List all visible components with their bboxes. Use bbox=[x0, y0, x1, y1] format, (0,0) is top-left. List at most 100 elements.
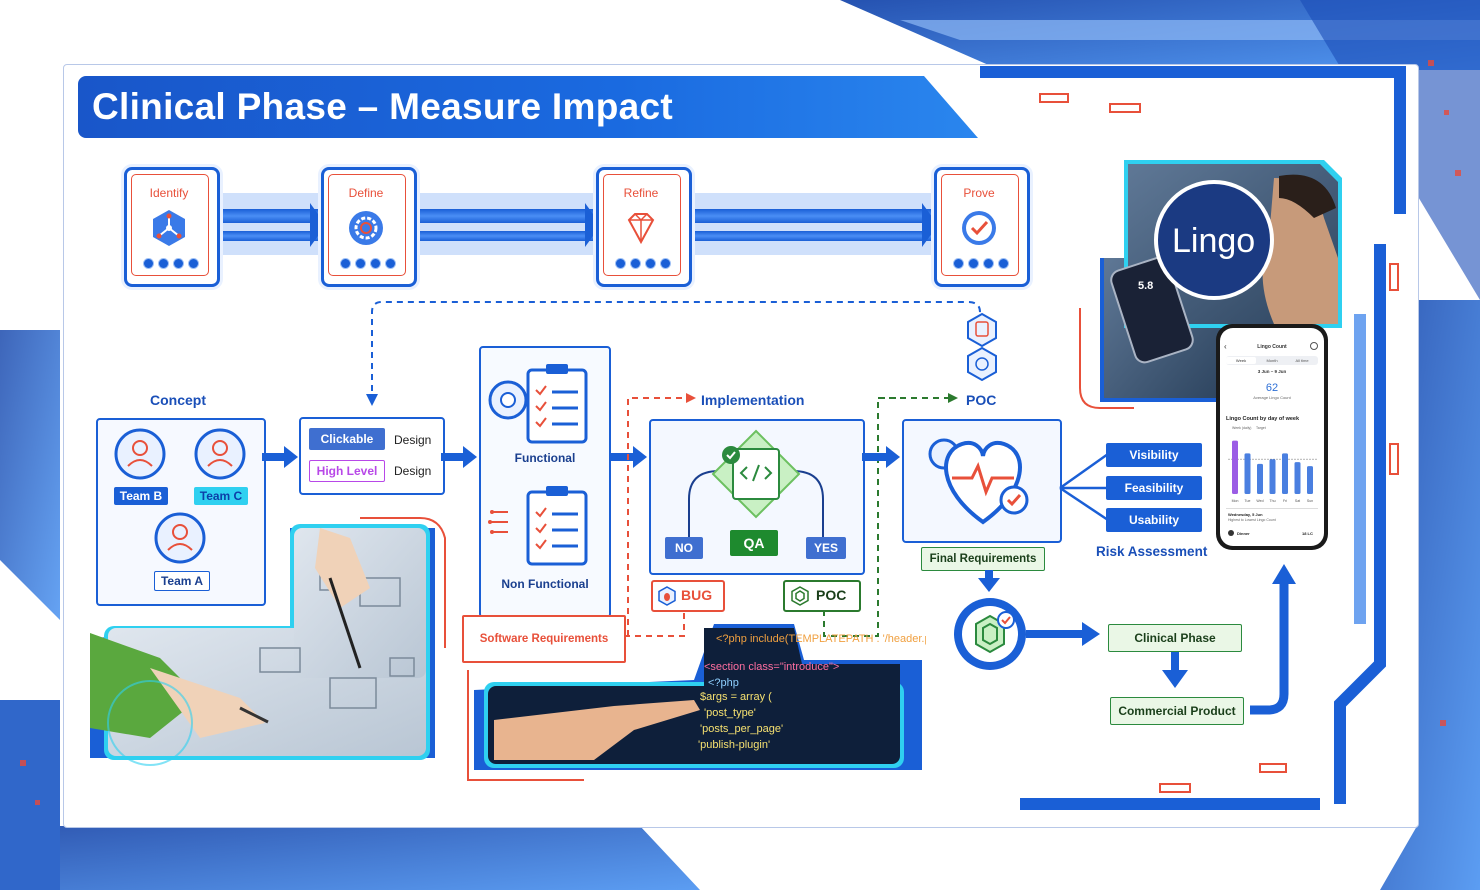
average-label: Average Lingo Count bbox=[1253, 395, 1291, 400]
stage-progress-dots bbox=[615, 258, 671, 270]
bar-tue bbox=[1244, 453, 1251, 494]
stage-inner-border bbox=[328, 174, 406, 276]
team-c-badge: Team C bbox=[194, 487, 248, 505]
poc-outcome-flow bbox=[954, 570, 1100, 670]
circuit-decoration bbox=[980, 66, 1406, 810]
dinner-icon bbox=[1228, 530, 1234, 536]
bug-label: BUG bbox=[681, 587, 713, 603]
svg-text:'post_type': 'post_type' bbox=[704, 707, 756, 719]
stage-label: Identify bbox=[149, 186, 189, 200]
day-label: Tue bbox=[1245, 499, 1251, 503]
functional-label: Functional bbox=[514, 451, 576, 465]
arrow-requirements-implementation bbox=[609, 446, 647, 468]
risk-usability-badge: Usability bbox=[1106, 508, 1202, 532]
chart-title: Lingo Count by day of week bbox=[1226, 416, 1300, 422]
yes-branch-badge: YES bbox=[806, 537, 846, 559]
wireframe-sketch-photo bbox=[90, 517, 446, 766]
bar-sat bbox=[1294, 462, 1301, 494]
day-label: Wed bbox=[1256, 499, 1263, 503]
svg-text:<section class="introduce">: <section class="introduce"> bbox=[704, 661, 839, 673]
title-banner bbox=[78, 76, 978, 138]
progress-dot bbox=[645, 258, 656, 269]
progress-dot bbox=[158, 258, 169, 269]
poc-small-icons bbox=[967, 312, 997, 382]
arrow-concept-design bbox=[262, 446, 298, 468]
svg-text:<?php: <?php bbox=[708, 677, 739, 689]
watch-value: 5.8 bbox=[1138, 280, 1154, 292]
stage-label: Prove bbox=[963, 186, 995, 200]
day-label: Thu bbox=[1269, 499, 1275, 503]
poc-result-label: POC bbox=[816, 587, 847, 603]
risk-feasibility-badge: Feasibility bbox=[1106, 476, 1202, 500]
team-icons bbox=[114, 428, 246, 564]
risk-fan-lines bbox=[1059, 452, 1109, 522]
progress-dot bbox=[385, 258, 396, 269]
footer-text: Highest to Lowest Lingo Count bbox=[1228, 518, 1276, 522]
poc-box bbox=[902, 419, 1062, 543]
implementation-label: Implementation bbox=[701, 392, 805, 408]
arrow-commercial-to-app bbox=[1250, 564, 1296, 715]
progress-dot bbox=[143, 258, 154, 269]
no-branch-badge: NO bbox=[665, 537, 703, 559]
network-hexagon-icon bbox=[153, 210, 185, 246]
phone-divider bbox=[1226, 508, 1318, 509]
dog-hex-icon bbox=[967, 346, 997, 382]
bar-thu bbox=[1269, 459, 1276, 494]
day-label: Fri bbox=[1283, 499, 1287, 503]
stage-progress-dots bbox=[953, 258, 1009, 270]
tab-week[interactable]: Week bbox=[1226, 357, 1256, 364]
stage-card-identify: Identify bbox=[124, 167, 220, 287]
progress-dot bbox=[968, 258, 979, 269]
footer-value: 18 LC bbox=[1302, 531, 1313, 536]
lingo-app-photo bbox=[1079, 160, 1342, 409]
bar-mon bbox=[1232, 440, 1238, 494]
progress-dot bbox=[173, 258, 184, 269]
software-requirements-box: Software Requirements bbox=[462, 615, 626, 663]
svg-text:<?php include(TEMPLATEPATH . ': <?php include(TEMPLATEPATH . '/header.ph… bbox=[716, 633, 926, 645]
progress-dot bbox=[998, 258, 1009, 269]
high-level-badge: High Level bbox=[309, 460, 385, 482]
svg-text:$args = array (: $args = array ( bbox=[700, 691, 772, 703]
back-chevron-icon[interactable]: ‹ bbox=[1224, 342, 1227, 351]
progress-dot bbox=[340, 258, 351, 269]
footer-date: Wednesday, 5 Jun bbox=[1228, 512, 1263, 517]
functional-checklist-icon bbox=[488, 364, 588, 444]
progress-dot bbox=[188, 258, 199, 269]
stage-card-prove: Prove bbox=[934, 167, 1030, 287]
arrow-clinical-commercial bbox=[1162, 652, 1188, 688]
diamond-icon bbox=[627, 213, 655, 245]
tab-month[interactable]: Month bbox=[1266, 358, 1278, 363]
day-label: Sat bbox=[1295, 499, 1300, 503]
stage-inner-border bbox=[131, 174, 209, 276]
bar-sun bbox=[1307, 466, 1313, 494]
poc-hexagon-icon bbox=[791, 586, 809, 606]
stage-flow bbox=[215, 193, 938, 255]
progress-dot bbox=[660, 258, 671, 269]
bar-fri bbox=[1282, 453, 1288, 494]
footer-item: Dinner bbox=[1237, 531, 1250, 536]
clickable-design-text: Design bbox=[394, 433, 432, 447]
team-b-badge: Team B bbox=[114, 487, 168, 505]
progress-dot bbox=[983, 258, 994, 269]
clipboard-hex-icon bbox=[967, 312, 997, 348]
phone-title: Lingo Count bbox=[1257, 344, 1287, 350]
stage-progress-dots bbox=[143, 258, 199, 270]
qa-badge: QA bbox=[730, 530, 778, 556]
concept-label: Concept bbox=[150, 392, 206, 408]
poc-dashed-arrow bbox=[878, 393, 958, 403]
stage-card-refine: Refine bbox=[596, 167, 692, 287]
tab-all-time[interactable]: All time bbox=[1295, 358, 1309, 363]
arrow-design-requirements bbox=[441, 446, 477, 468]
progress-dot bbox=[615, 258, 626, 269]
settings-icon[interactable] bbox=[1310, 342, 1318, 350]
svg-text:'posts_per_page': 'posts_per_page' bbox=[700, 723, 783, 735]
team-b-icon bbox=[114, 428, 166, 480]
checkmark-icon bbox=[962, 211, 996, 245]
risk-visibility-badge: Visibility bbox=[1106, 443, 1202, 467]
gear-icon bbox=[349, 211, 383, 245]
stage-progress-dots bbox=[340, 258, 396, 270]
non-functional-label: Non Functional bbox=[501, 577, 589, 591]
phone-tab-bar bbox=[1226, 356, 1318, 365]
svg-text:'publish-plugin': 'publish-plugin' bbox=[698, 739, 770, 751]
stage-inner-border bbox=[941, 174, 1019, 276]
